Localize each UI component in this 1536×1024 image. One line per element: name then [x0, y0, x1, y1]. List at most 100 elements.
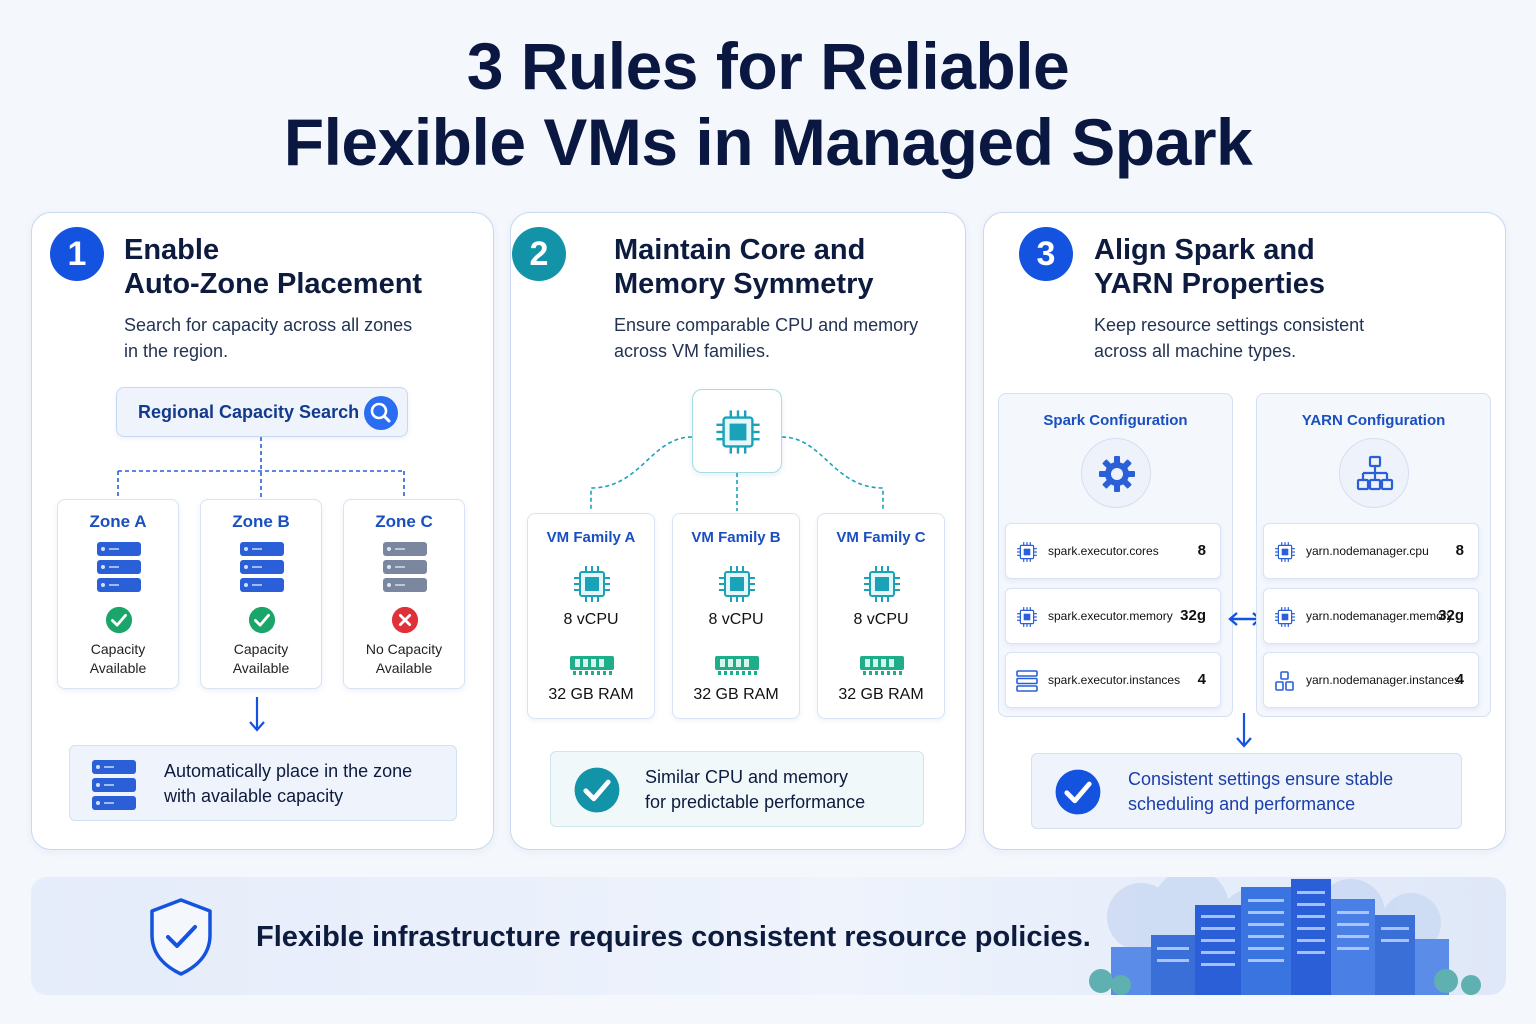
zone-status-text: No Capacity Available	[344, 640, 464, 678]
shield-check-icon	[150, 898, 212, 976]
yarn-nodemanager-cpu-row: yarn.nodemanager.cpu 8	[1263, 523, 1479, 579]
property-name: spark.executor.cores	[1048, 544, 1159, 558]
ram-icon	[859, 654, 905, 676]
result-line-1: Similar CPU and memory	[645, 767, 849, 787]
memory-chip-icon	[1016, 606, 1038, 628]
server-icon	[240, 542, 284, 592]
hierarchy-icon	[1356, 455, 1394, 491]
main-title: 3 Rules for Reliable Flexible VMs in Man…	[0, 28, 1536, 180]
zone-name: Zone C	[375, 512, 433, 531]
yarn-configuration-card: YARN Configuration yarn.nodemanager.cpu	[1256, 393, 1491, 717]
rule-number-badge: 3	[1019, 227, 1073, 281]
vm-family-a-card: VM Family A 8 vCPU 32 GB RAM	[527, 513, 655, 719]
zone-a-card: Zone A Capacity Available	[57, 499, 179, 689]
title-line-1: 3 Rules for Reliable	[466, 29, 1070, 103]
cpu-chip-icon	[572, 564, 612, 604]
property-name: spark.executor.memory	[1048, 609, 1173, 623]
vm-family-b-card: VM Family B 8 vCPU 32 GB RAM	[672, 513, 800, 719]
x-circle-icon	[391, 606, 419, 634]
memory-chip-icon	[1274, 606, 1296, 628]
regional-capacity-search[interactable]: Regional Capacity Search	[116, 387, 408, 437]
rule-title-line-1: Align Spark and	[1094, 234, 1315, 266]
vm-family-name: VM Family B	[691, 529, 781, 546]
config-title: Spark Configuration	[1043, 412, 1188, 429]
cpu-chip-icon	[1274, 541, 1296, 563]
zone-status-line-2: Available	[232, 660, 290, 676]
rule-1-panel: 1 Enable Auto-Zone Placement Search for …	[31, 212, 494, 850]
rule-2-panel: 2 Maintain Core and Memory Symmetry Ensu…	[510, 212, 966, 850]
spark-executor-memory-row: spark.executor.memory 32g	[1005, 588, 1221, 644]
vm-cpu: 8 vCPU	[853, 611, 909, 628]
family-connector-lines	[590, 436, 884, 511]
down-arrow-icon	[1236, 713, 1252, 748]
check-circle-icon	[248, 606, 276, 634]
ram-icon	[569, 654, 615, 676]
vm-ram: 32 GB RAM	[548, 686, 634, 703]
rule-title: Maintain Core and Memory Symmetry	[614, 233, 874, 301]
auto-placement-result: Automatically place in the zone with ava…	[69, 745, 457, 821]
zone-status-line-2: Available	[89, 660, 147, 676]
vm-family-name: VM Family A	[546, 529, 636, 546]
core-cpu-node	[692, 389, 782, 473]
spark-executor-cores-row: spark.executor.cores 8	[1005, 523, 1221, 579]
down-arrow-icon	[249, 697, 265, 732]
vm-family-name: VM Family C	[836, 529, 926, 546]
check-circle-icon	[574, 767, 620, 813]
vm-cpu: 8 vCPU	[708, 611, 764, 628]
zone-b-card: Zone B Capacity Available	[200, 499, 322, 689]
cpu-chip-icon	[1016, 541, 1038, 563]
rule-3-panel: 3 Align Spark and YARN Properties Keep r…	[983, 212, 1506, 850]
symmetry-result: Similar CPU and memory for predictable p…	[550, 751, 924, 827]
check-circle-icon	[105, 606, 133, 634]
property-value: 8	[1455, 542, 1464, 559]
property-name: yarn.nodemanager.memory	[1306, 609, 1453, 623]
result-line-2: with available capacity	[164, 786, 344, 806]
yarn-nodemanager-memory-row: yarn.nodemanager.memory 32g	[1263, 588, 1479, 644]
search-icon	[364, 396, 398, 430]
vm-family-c-card: VM Family C 8 vCPU 32 GB RAM	[817, 513, 945, 719]
alignment-result: Consistent settings ensure stable schedu…	[1031, 753, 1462, 829]
rule-title-line-2: YARN Properties	[1094, 268, 1326, 300]
rule-desc-line-2: across VM families.	[614, 341, 771, 361]
result-line-1: Automatically place in the zone	[164, 761, 413, 781]
zone-name: Zone A	[89, 512, 147, 531]
property-name: yarn.nodemanager.instances	[1306, 673, 1461, 687]
rule-title: Enable Auto-Zone Placement	[124, 233, 422, 301]
config-icon-circle	[1339, 438, 1409, 508]
rule-description: Search for capacity across all zones in …	[124, 312, 412, 364]
result-text: Similar CPU and memory for predictable p…	[645, 765, 865, 815]
rule-title-line-1: Enable	[124, 234, 220, 266]
rule-description: Keep resource settings consistent across…	[1094, 312, 1364, 364]
bottom-banner: Flexible infrastructure requires consist…	[31, 877, 1506, 995]
property-name: yarn.nodemanager.cpu	[1306, 544, 1429, 558]
buildings-illustration	[1089, 877, 1481, 995]
zone-status-text: Capacity Available	[201, 640, 321, 678]
cpu-chip-icon	[714, 408, 762, 456]
rule-desc-line-1: Keep resource settings consistent	[1094, 315, 1365, 335]
zone-status-line-2: Available	[375, 660, 433, 676]
property-value: 32g	[1438, 607, 1464, 624]
zone-status-line-1: No Capacity	[365, 641, 443, 657]
server-rack-icon	[1016, 670, 1038, 692]
property-value: 4	[1455, 671, 1464, 688]
config-title: YARN Configuration	[1301, 412, 1446, 429]
result-line-1: Consistent settings ensure stable	[1128, 769, 1394, 789]
rule-desc-line-2: in the region.	[124, 341, 229, 361]
rule-title-line-1: Maintain Core and	[614, 234, 866, 266]
zone-name: Zone B	[232, 512, 290, 531]
vm-ram: 32 GB RAM	[693, 686, 779, 703]
rule-description: Ensure comparable CPU and memory across …	[614, 312, 918, 364]
property-value: 4	[1197, 671, 1206, 688]
zone-status-text: Capacity Available	[58, 640, 178, 678]
result-text: Automatically place in the zone with ava…	[164, 759, 412, 809]
property-value: 8	[1197, 542, 1206, 559]
check-circle-icon	[1055, 769, 1101, 815]
gear-icon	[1099, 456, 1135, 492]
spark-configuration-card: Spark Configuration spark.executor	[998, 393, 1233, 717]
property-value: 32g	[1180, 607, 1206, 624]
rule-desc-line-2: across all machine types.	[1094, 341, 1297, 361]
property-name: spark.executor.instances	[1048, 673, 1181, 687]
vm-ram: 32 GB RAM	[838, 686, 924, 703]
server-icon	[97, 542, 141, 592]
title-line-2: Flexible VMs in Managed Spark	[283, 105, 1253, 179]
